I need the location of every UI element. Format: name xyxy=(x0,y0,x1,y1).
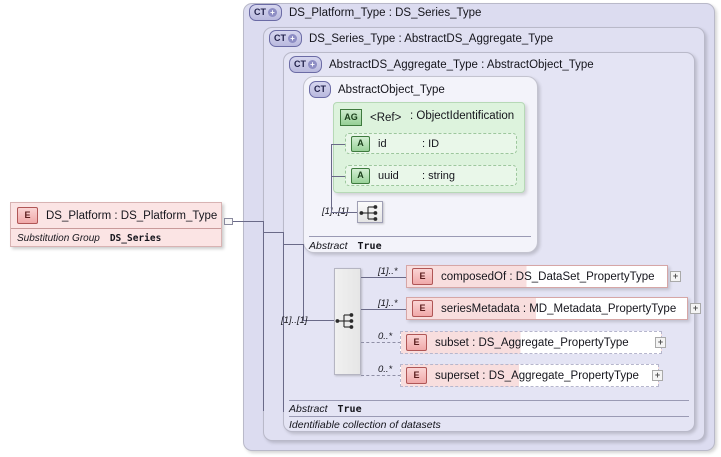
attribute-name-label: id xyxy=(378,137,387,150)
element-badge-icon: E xyxy=(412,268,433,285)
panel-spine-level3 xyxy=(303,244,304,321)
documentation-text: Identifiable collection of datasets xyxy=(289,419,441,431)
element-row-composedof[interactable]: E composedOf : DS_DataSet_PropertyType xyxy=(406,265,668,288)
element-label: superset : DS_Aggregate_PropertyType xyxy=(435,369,639,382)
root-element-connector-stub[interactable] xyxy=(224,218,233,225)
complex-type-badge-icon[interactable]: CT+ xyxy=(249,4,282,21)
attribute-badge-icon: A xyxy=(351,135,370,152)
attribute-group-type-label: : ObjectIdentification xyxy=(410,110,515,122)
attribute-badge-icon: A xyxy=(351,167,370,184)
outer-seq-feed-line xyxy=(319,320,334,321)
element-badge-icon: E xyxy=(406,367,427,384)
type-name-label: AbstractDS_Aggregate_Type : AbstractObje… xyxy=(329,58,594,71)
expand-plus-icon[interactable]: + xyxy=(308,60,317,69)
attribute-row-uuid[interactable]: A uuid xyxy=(345,165,517,186)
element-branch-line-seriesmetadata xyxy=(361,309,406,310)
element-branch-line-superset xyxy=(361,375,406,377)
root-element-label: DS_Platform : DS_Platform_Type xyxy=(46,209,218,222)
complex-type-badge-icon[interactable]: CT+ xyxy=(289,56,322,73)
element-badge-icon: E xyxy=(17,207,38,224)
type-name-label: DS_Series_Type : AbstractDS_Aggregate_Ty… xyxy=(309,32,554,45)
ct-badge-text: CT xyxy=(294,59,306,69)
expand-plus-icon[interactable]: + xyxy=(268,8,277,17)
compositor-cardinality-outer: [1]..[1] xyxy=(281,315,308,326)
substitution-group-row: Substitution Group DS_Series xyxy=(11,229,221,247)
inner-seq-feed-vertical xyxy=(331,176,332,212)
root-element-top-row[interactable]: E DS_Platform : DS_Platform_Type xyxy=(11,203,221,229)
element-expand-button-superset[interactable]: + xyxy=(652,370,663,381)
attribute-type-label: : string xyxy=(422,170,456,182)
panel-spine-level3-branch xyxy=(303,320,319,321)
attribute-group-badge-icon: AG xyxy=(340,109,362,126)
attribute-group-ref-label: <Ref> xyxy=(370,111,402,124)
element-row-subset[interactable]: E subset : DS_Aggregate_PropertyType xyxy=(400,331,662,354)
abstract-outer-separator-top xyxy=(289,400,689,401)
panel-spine-level1 xyxy=(263,221,264,411)
attr-bracket-vertical-line xyxy=(331,144,332,176)
compositor-cardinality-inner: [1]..[1] xyxy=(322,206,348,217)
element-label: seriesMetadata : MD_Metadata_PropertyTyp… xyxy=(441,302,677,315)
attribute-row-id[interactable]: A id xyxy=(345,133,517,154)
element-row-superset[interactable]: E superset : DS_Aggregate_PropertyType xyxy=(400,364,659,387)
inner-seq-feed-horizontal xyxy=(331,212,357,213)
panel-spine-level1-branch xyxy=(263,232,283,233)
element-branch-line-subset xyxy=(361,342,406,344)
element-cardinality-subset: 0..* xyxy=(378,331,393,342)
type-header-ds-platform-type[interactable]: CT+ DS_Platform_Type : DS_Series_Type xyxy=(249,4,481,21)
abstract-value-label: True xyxy=(337,403,362,415)
attribute-name-label: uuid xyxy=(378,169,399,182)
expand-plus-icon[interactable]: + xyxy=(288,34,297,43)
element-badge-icon: E xyxy=(406,334,427,351)
ct-badge-text: CT xyxy=(254,7,266,17)
element-expand-button-seriesmetadata[interactable]: + xyxy=(690,303,701,314)
root-to-panel-line xyxy=(233,221,263,222)
type-header-abstractds-aggregate-type[interactable]: CT+ AbstractDS_Aggregate_Type : Abstract… xyxy=(289,56,594,73)
abstract-inner-separator xyxy=(309,236,531,237)
panel-spine-level2-branch xyxy=(283,244,303,245)
ct-badge-text: CT xyxy=(314,84,326,94)
attribute-type-label: : ID xyxy=(422,138,440,150)
type-name-label: DS_Platform_Type : DS_Series_Type xyxy=(289,6,482,19)
element-row-seriesmetadata[interactable]: E seriesMetadata : MD_Metadata_PropertyT… xyxy=(406,297,688,320)
element-label: subset : DS_Aggregate_PropertyType xyxy=(435,336,629,349)
ct-badge-text: CT xyxy=(274,33,286,43)
sequence-icon-outer xyxy=(335,313,354,329)
substitution-group-key: Substitution Group xyxy=(17,232,100,244)
abstract-outer-row: Abstract True xyxy=(289,403,362,415)
abstract-inner-row: Abstract True xyxy=(309,240,382,252)
substitution-group-value: DS_Series xyxy=(109,232,162,244)
documentation-row: Identifiable collection of datasets xyxy=(289,419,441,431)
root-element-card-ds-platform[interactable]: E DS_Platform : DS_Platform_Type Substit… xyxy=(10,202,222,247)
element-cardinality-seriesmetadata: [1]..* xyxy=(378,298,398,309)
element-label: composedOf : DS_DataSet_PropertyType xyxy=(441,270,655,283)
attribute-group-header[interactable]: AG <Ref> xyxy=(340,109,401,126)
sequence-compositor-inner[interactable] xyxy=(357,201,383,223)
complex-type-badge-icon[interactable]: CT+ xyxy=(269,30,302,47)
complex-type-badge-icon[interactable]: CT xyxy=(309,81,331,98)
abstract-key-label: Abstract xyxy=(289,403,328,415)
element-expand-button-composedof[interactable]: + xyxy=(670,271,681,282)
element-cardinality-superset: 0..* xyxy=(378,364,393,375)
element-branch-line-composedof xyxy=(361,277,406,278)
attr-bracket-branch-uuid xyxy=(331,176,345,177)
type-header-ds-series-type[interactable]: CT+ DS_Series_Type : AbstractDS_Aggregat… xyxy=(269,30,553,47)
element-cardinality-composedof: [1]..* xyxy=(378,266,398,277)
documentation-separator xyxy=(289,416,689,417)
panel-spine-level2 xyxy=(283,232,284,412)
element-expand-button-subset[interactable]: + xyxy=(655,337,666,348)
abstract-key-label: Abstract xyxy=(309,240,348,252)
type-name-label: AbstractObject_Type xyxy=(338,83,445,96)
type-header-abstractobject-type[interactable]: CT AbstractObject_Type xyxy=(309,81,445,98)
attr-bracket-branch-id xyxy=(331,144,345,145)
abstract-value-label: True xyxy=(357,240,382,252)
element-badge-icon: E xyxy=(412,300,433,317)
sequence-icon xyxy=(359,205,378,221)
